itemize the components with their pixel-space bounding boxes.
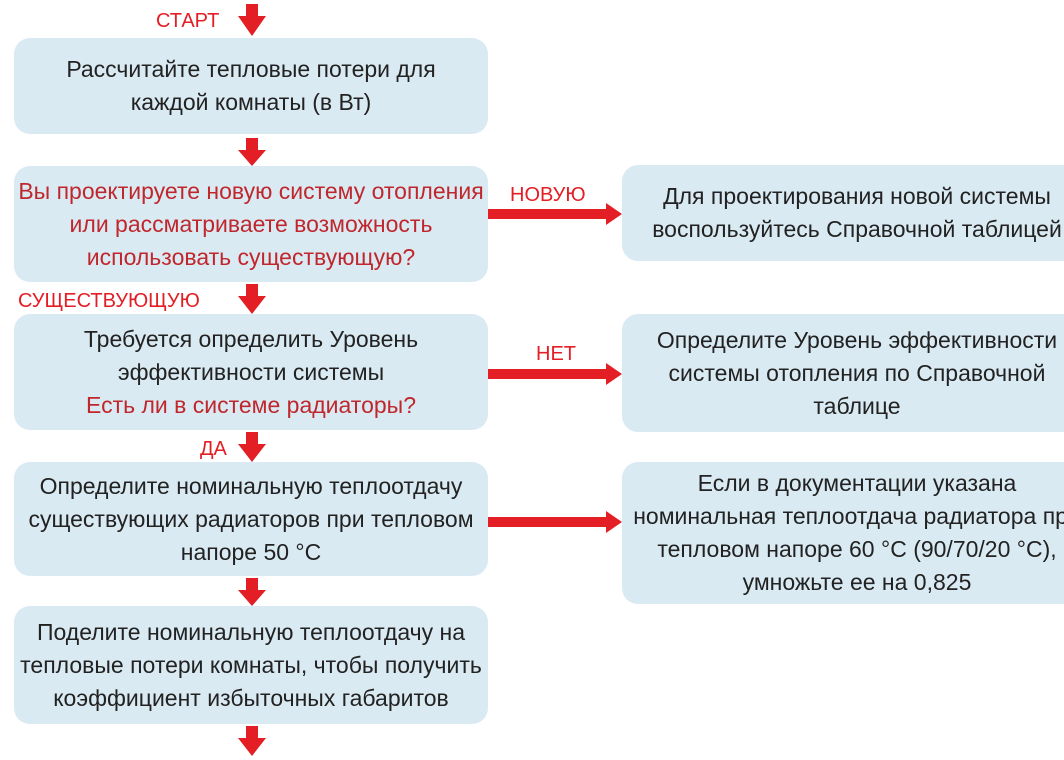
- step-nominal-output: Определите номинальную теплоотдачу сущес…: [14, 462, 488, 576]
- decision-new-or-existing: Вы проектируете новую систему отопления …: [14, 166, 488, 282]
- box-line: Если в документации указана: [697, 470, 1017, 496]
- step-oversize-factor: Поделите номинальную теплоотдачу на тепл…: [14, 606, 488, 724]
- box-line: умножьте ее на 0,825: [742, 569, 972, 595]
- box-line: тепловом напоре 60 °C (90/70/20 °C),: [657, 536, 1057, 562]
- box-line: Вы проектируете новую систему отопления: [18, 177, 484, 204]
- decision-radiators: Требуется определить Уровень эффективнос…: [14, 314, 488, 430]
- label-existing: СУЩЕСТВУЮЩУЮ: [18, 290, 200, 312]
- step-efficiency-table: Определите Уровень эффективности системы…: [622, 314, 1064, 432]
- arrow-note: [488, 511, 622, 533]
- step-new-system-table: Для проектирования новой системы восполь…: [622, 165, 1064, 261]
- box-line: использовать существующую?: [86, 243, 416, 270]
- arrow-step3-step4: [238, 578, 266, 606]
- box-line: каждой комнаты (в Вт): [130, 89, 372, 115]
- label-new: НОВУЮ: [510, 184, 586, 206]
- box-line: номинальная теплоотдача радиатора при: [633, 503, 1064, 529]
- box-line: таблице: [813, 392, 901, 419]
- box-line: Для проектирования новой системы: [663, 183, 1051, 209]
- box-line: Требуется определить Уровень: [83, 325, 419, 352]
- arrow-step1-question1: [238, 138, 266, 166]
- label-start: СТАРТ: [156, 10, 220, 32]
- box-line: или рассматриваете возможность: [69, 210, 433, 237]
- arrow-question1-step2: [238, 284, 266, 314]
- label-no: НЕТ: [536, 343, 576, 365]
- box-question-line: Есть ли в системе радиаторы?: [86, 391, 416, 418]
- label-yes: ДА: [200, 438, 227, 460]
- box-line: Поделите номинальную теплоотдачу на: [36, 618, 465, 645]
- box-line: эффективности системы: [117, 358, 385, 385]
- arrow-no: [488, 363, 622, 385]
- box-line: Рассчитайте тепловые потери для: [66, 56, 436, 82]
- arrow-start: [238, 4, 266, 36]
- box-line: системы отопления по Справочной: [668, 359, 1046, 386]
- box-line: напоре 50 °C: [180, 538, 322, 565]
- box-line: Определите номинальную теплоотдачу: [39, 472, 463, 499]
- box-line: существующих радиаторов при тепловом: [28, 505, 474, 532]
- note-60c-conversion: Если в документации указана номинальная …: [622, 462, 1064, 604]
- arrow-step2-step3: [238, 432, 266, 462]
- box-line: коэффициент избыточных габаритов: [53, 684, 449, 711]
- arrow-step4-next: [238, 726, 266, 756]
- box-line: воспользуйтесь Справочной таблицей: [652, 216, 1062, 242]
- box-line: Определите Уровень эффективности: [656, 326, 1058, 353]
- box-line: тепловые потери комнаты, чтобы получить: [20, 651, 482, 678]
- step-calculate-heat-loss: Рассчитайте тепловые потери для каждой к…: [14, 38, 488, 134]
